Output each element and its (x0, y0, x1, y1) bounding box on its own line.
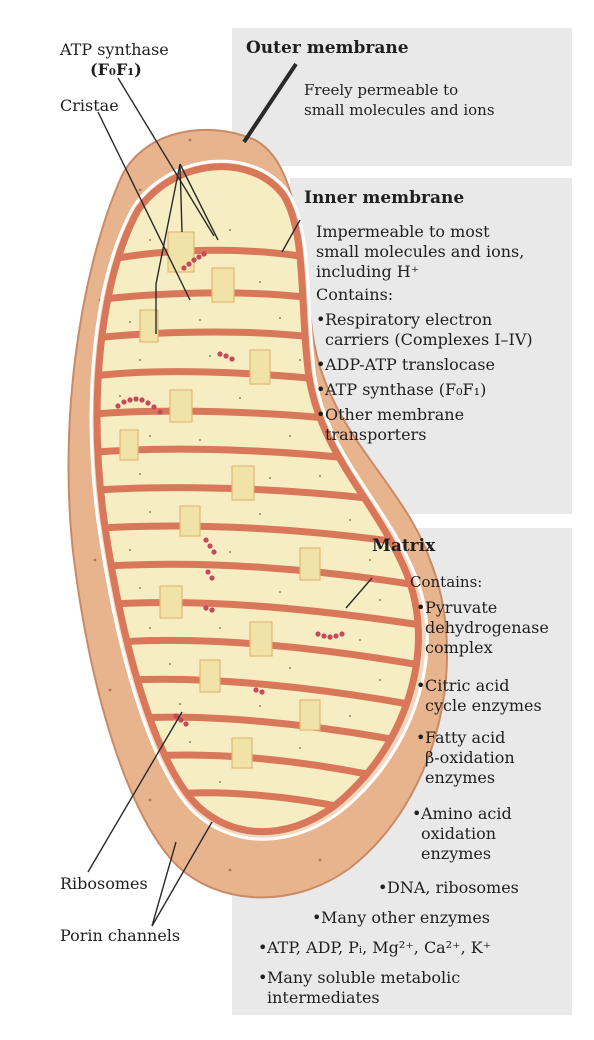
cristae-label: Cristae (60, 96, 119, 115)
outer-membrane-description: Freely permeable to small molecules and … (304, 81, 495, 119)
matrix-item-other-enzymes: •Many other enzymes (312, 908, 491, 927)
matrix-item-dna: •DNA, ribosomes (378, 878, 519, 897)
ribosome-granules (115, 251, 345, 727)
list-item: •ADP-ATP translocase (316, 355, 495, 374)
list-item: •ATP synthase (F₀F₁) (316, 380, 487, 399)
leader-lines (87, 77, 373, 927)
matrix-item-amino-acid: •Amino acid oxidation enzymes (412, 804, 512, 863)
matrix-item-intermediates: •Many soluble metabolic intermediates (258, 968, 461, 1007)
matrix-item-fatty-acid: •Fatty acid β-oxidation enzymes (416, 728, 515, 787)
outer-membrane-pointer (242, 62, 298, 144)
inner-membrane-title: Inner membrane (304, 188, 465, 208)
matrix-contains: Contains: (410, 573, 483, 591)
matrix-item-citric-acid: •Citric acid cycle enzymes (416, 676, 542, 715)
list-item: •Respiratory electron (316, 310, 493, 329)
ribosomes-label: Ribosomes (60, 874, 148, 893)
matrix-item-pyruvate: •Pyruvate dehydrogenase complex (416, 598, 549, 657)
porin-channels-label: Porin channels (60, 926, 181, 945)
list-item: •Other membrane (316, 405, 465, 424)
atp-synthase-label: ATP synthase (F₀F₁) (60, 40, 169, 79)
outer-membrane-panel (232, 28, 572, 166)
matrix-item-ions: •ATP, ADP, Pᵢ, Mg²⁺, Ca²⁺, K⁺ (258, 938, 492, 957)
outer-membrane-title: Outer membrane (246, 38, 409, 58)
matrix-title: Matrix (372, 536, 436, 556)
inner-membrane-contains: Contains: (316, 285, 394, 304)
inner-membrane-description: Impermeable to most small molecules and … (316, 222, 533, 444)
